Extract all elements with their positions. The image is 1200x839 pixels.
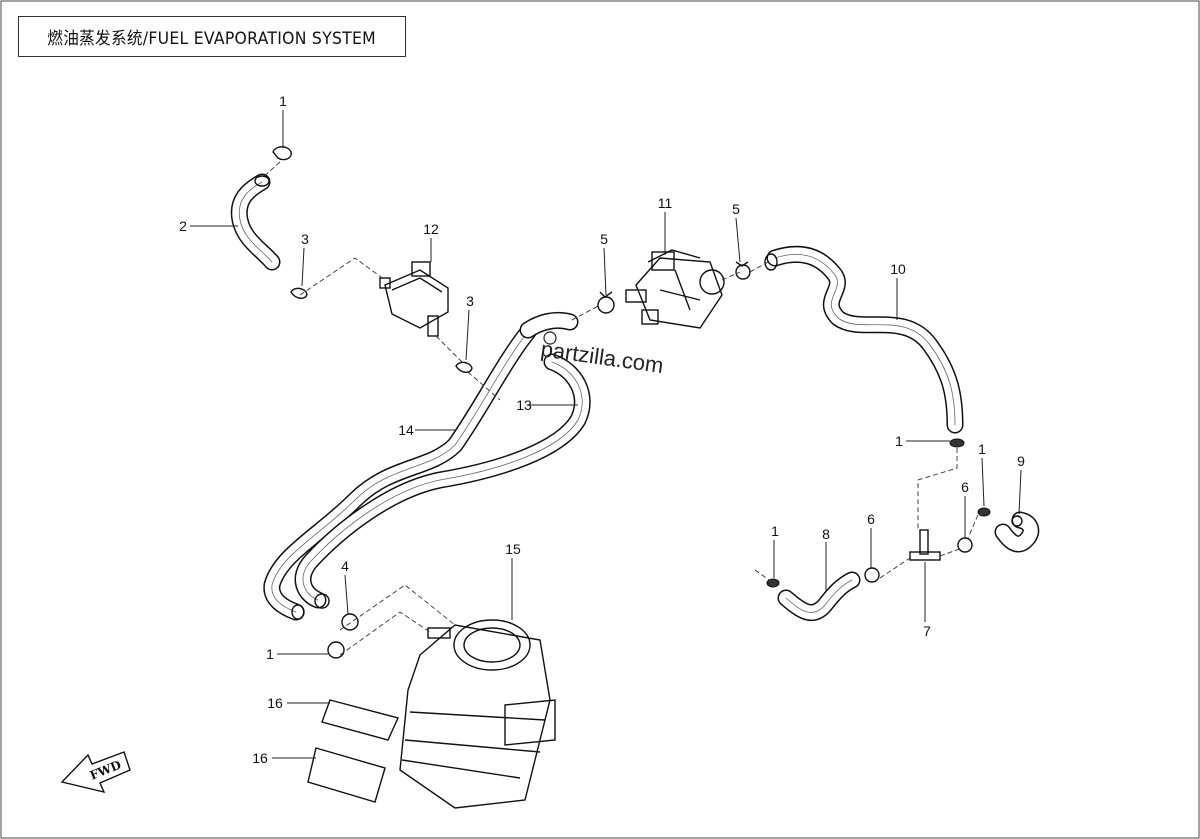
routing-dash-5 <box>571 304 601 321</box>
callout-3-left: 3 <box>301 231 309 247</box>
routing-dash-10 <box>879 557 911 579</box>
hose-part-14 <box>263 311 579 621</box>
callout-1-small: 1 <box>978 441 986 457</box>
routing-dash-4 <box>467 371 501 401</box>
callout-9: 9 <box>1017 453 1025 469</box>
callout-7: 7 <box>923 623 931 639</box>
callout-1-bottom: 1 <box>266 646 274 662</box>
watermark-ring <box>543 331 557 345</box>
callout-12: 12 <box>423 221 439 237</box>
hose-part-2 <box>230 173 281 271</box>
title-box: 燃油蒸发系统/FUEL EVAPORATION SYSTEM <box>18 16 406 57</box>
routing-dash-2 <box>299 257 386 296</box>
clamp-part-4 <box>341 613 359 631</box>
routing-dash-1 <box>261 161 281 179</box>
routing-dash-8 <box>917 448 958 530</box>
hose-part-13 <box>294 353 591 609</box>
leader-lines <box>190 110 1022 759</box>
fwd-arrow: FWD <box>60 751 131 794</box>
tee-connector-part-7 <box>909 529 941 561</box>
routing-dash-13 <box>339 611 431 656</box>
clamp-part-1-right <box>949 438 965 448</box>
hose-part-9 <box>994 511 1040 553</box>
clamp-part-3-mid <box>455 361 473 373</box>
callout-13: 13 <box>516 397 532 413</box>
valve-part-12 <box>379 261 449 337</box>
hose-part-8 <box>777 571 861 621</box>
routing-dash-14 <box>967 514 979 539</box>
callout-1-right: 1 <box>895 433 903 449</box>
callout-11: 11 <box>658 195 673 211</box>
callout-1-top: 1 <box>279 93 287 109</box>
callout-10: 10 <box>890 261 906 277</box>
callout-1-lower: 1 <box>771 523 779 539</box>
callout-16-lower: 16 <box>252 750 268 766</box>
filter-pad-part-16-lower <box>307 747 386 803</box>
clamp-part-6-right <box>957 537 973 553</box>
routing-dash-9 <box>939 547 963 557</box>
callout-6-right: 6 <box>961 479 969 495</box>
routing-dash-11 <box>754 569 773 583</box>
callout-5-right: 5 <box>732 201 740 217</box>
clamp-part-1-small <box>977 507 991 517</box>
page-title: 燃油蒸发系统/FUEL EVAPORATION SYSTEM <box>47 29 377 49</box>
callout-2: 2 <box>179 218 187 234</box>
clamp-part-5-left <box>597 291 615 314</box>
routing-dash-3 <box>435 335 463 363</box>
callout-16-upper: 16 <box>267 695 283 711</box>
callout-15: 15 <box>505 541 521 557</box>
filter-pad-part-16-upper <box>321 699 399 741</box>
routing-dash-12 <box>339 584 456 631</box>
callout-8: 8 <box>822 526 830 542</box>
callout-4: 4 <box>341 558 349 574</box>
callout-3-mid: 3 <box>466 293 474 309</box>
clamp-part-1-top <box>272 146 292 161</box>
clamp-part-3-left <box>290 287 308 299</box>
callout-14: 14 <box>398 422 414 438</box>
clamp-part-6-left <box>864 567 880 583</box>
callout-5-left: 5 <box>600 231 608 247</box>
routing-dash-7 <box>749 261 769 273</box>
solenoid-part-11 <box>625 249 725 329</box>
clamp-part-1-bottom <box>327 641 345 659</box>
clamp-part-5-right <box>735 261 751 280</box>
hose-part-10 <box>764 245 964 434</box>
callout-6-left: 6 <box>867 511 875 527</box>
routing-dash-6 <box>721 271 741 281</box>
canister-part-15 <box>399 619 556 809</box>
